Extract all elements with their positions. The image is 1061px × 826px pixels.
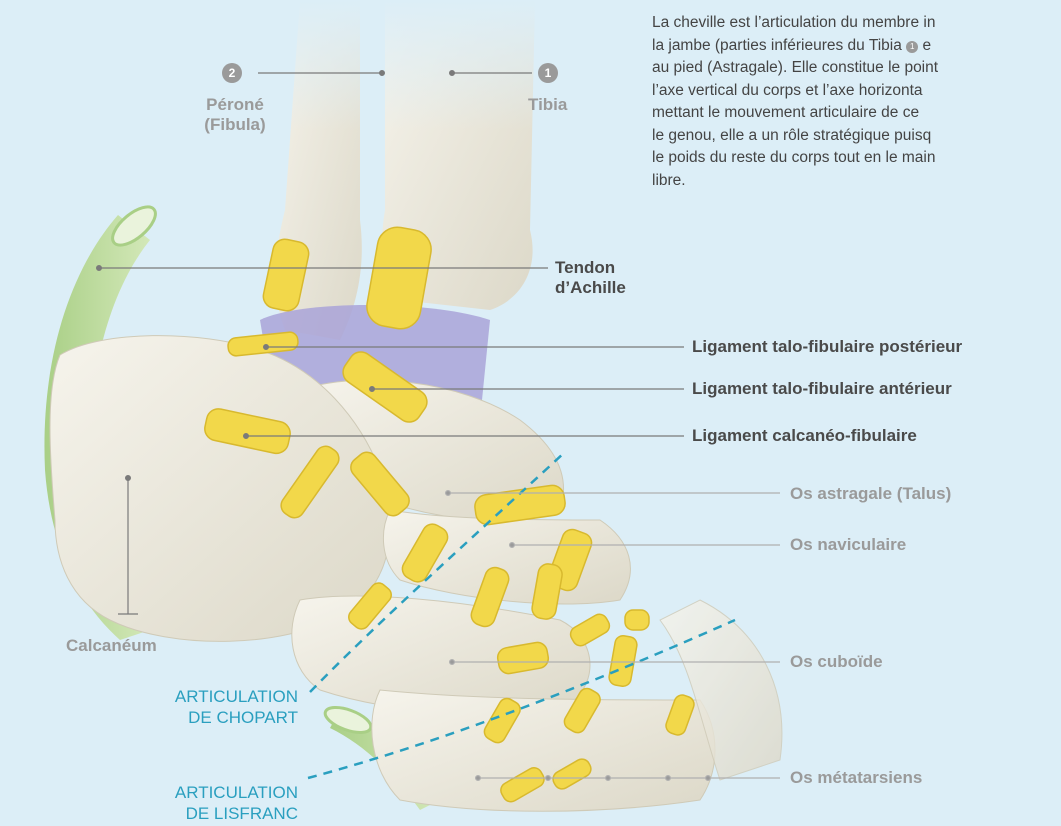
intro-line: La cheville est l’articulation du membre… [652, 12, 1061, 35]
articulation-chopart-label: ARTICULATION DE CHOPART [100, 686, 298, 728]
os-metatarsiens-label: Os métatarsiens [790, 768, 922, 788]
intro-paragraph: La cheville est l’articulation du membre… [652, 12, 1061, 192]
metatarsals [372, 690, 715, 811]
tibia-marker-icon: 1 [906, 41, 918, 53]
calcaneum-label: Calcanéum [66, 636, 157, 656]
perone-label: Péroné (Fibula) [185, 95, 285, 135]
os-naviculaire-label: Os naviculaire [790, 535, 906, 555]
tibia-label: Tibia [528, 95, 567, 115]
os-cuboide-label: Os cuboïde [790, 652, 883, 672]
tibia-number-badge: 1 [538, 63, 558, 83]
ligament-talo-fibulaire-anterieur-label: Ligament talo-fibulaire antérieur [692, 379, 952, 399]
intro-line: l’axe vertical du corps et l’axe horizon… [652, 80, 1061, 103]
intro-line: le poids du reste du corps tout en le ma… [652, 147, 1061, 170]
intro-line: le genou, elle a un rôle stratégique pui… [652, 125, 1061, 148]
articulation-lisfranc-label: ARTICULATION DE LISFRANC [100, 782, 298, 824]
ligament-talo-fibulaire-posterieur-label: Ligament talo-fibulaire postérieur [692, 337, 962, 357]
ligament-calcaneo-fibulaire-label: Ligament calcanéo-fibulaire [692, 426, 917, 446]
perone-number-badge: 2 [222, 63, 242, 83]
intro-line: libre. [652, 170, 1061, 193]
intro-line: au pied (Astragale). Elle constitue le p… [652, 57, 1061, 80]
os-astragale-label: Os astragale (Talus) [790, 484, 951, 504]
tendon-achille-label: Tendon d’Achille [555, 258, 626, 298]
intro-line: la jambe (parties inférieures du Tibia 1… [652, 35, 1061, 58]
intro-line: mettant le mouvement articulaire de ce [652, 102, 1061, 125]
